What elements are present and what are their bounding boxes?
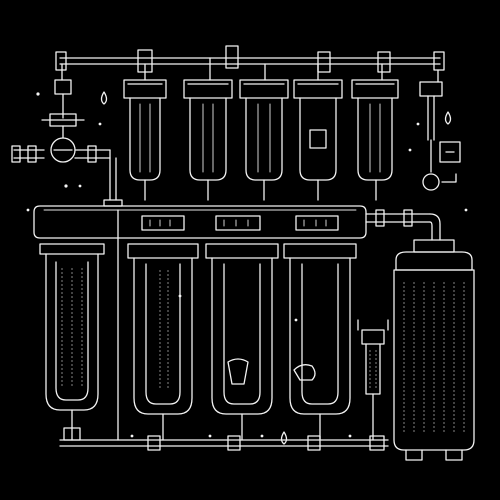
water-drop-icon [227, 358, 249, 385]
gauge-1-icon [141, 215, 185, 231]
top-filter-3 [239, 79, 289, 201]
water-drop-icon [444, 111, 452, 125]
top-filter-2 [183, 79, 233, 201]
main-manifold-body [33, 205, 441, 241]
flow-meter [357, 319, 389, 441]
top-manifold-pipe [55, 45, 445, 81]
valve-icon [41, 113, 85, 163]
water-drops [26, 91, 468, 445]
bottom-filter-2 [205, 243, 279, 441]
bottom-filter-1 [127, 243, 199, 441]
right-outlet-assembly [419, 69, 461, 191]
water-drop-icon [280, 431, 288, 445]
bottom-cartridge-left [39, 243, 105, 441]
left-inlet-assembly [11, 63, 123, 207]
storage-tank-icon [393, 239, 475, 461]
bottom-filter-3 [283, 243, 357, 441]
bottom-drain-pipe [59, 209, 389, 451]
top-filter-row [123, 79, 399, 201]
inlet-fitting [54, 79, 72, 95]
water-drop-icon [100, 91, 108, 105]
top-filter-4 [293, 79, 343, 201]
bottom-filter-row [127, 243, 357, 441]
pressure-gauge-icon [439, 141, 461, 163]
top-filter-5 [351, 79, 399, 201]
gauge-3-icon [295, 215, 339, 231]
gauge-2-icon [215, 215, 261, 231]
top-filter-1 [123, 79, 167, 201]
